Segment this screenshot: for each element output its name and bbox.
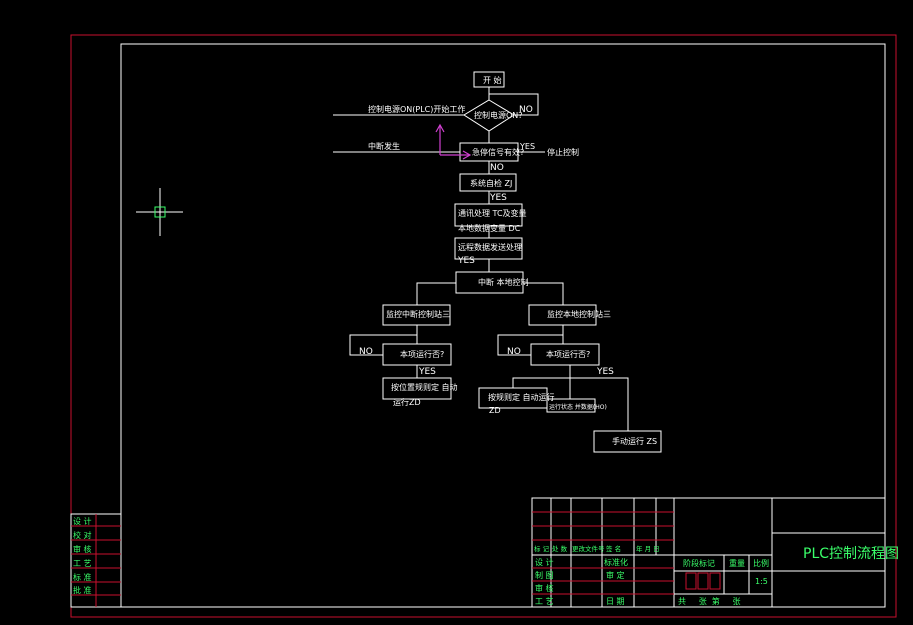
right-running-label: 本项运行否?: [546, 349, 590, 359]
left-running-label: 本项运行否?: [400, 349, 444, 359]
ucs-marker: [435, 123, 472, 160]
self-check-box[interactable]: [459, 173, 517, 192]
weight-label: 重量: [729, 558, 745, 568]
yes-left-label: YES: [418, 367, 436, 377]
inner-frame: [120, 43, 886, 608]
outer-border: [70, 34, 897, 618]
tb-cell: 制 图: [535, 570, 554, 580]
yes-label: YES: [457, 256, 475, 266]
header-cell: 签 名: [606, 544, 621, 553]
tb-cell: 审 定: [606, 570, 625, 580]
left-table-cell: 审 核: [73, 544, 92, 554]
tb-cell: 设 计: [535, 557, 554, 567]
scale-value: 1:5: [755, 577, 768, 586]
yes-label: YES: [489, 193, 507, 203]
sheets-label: 共 张 第 张: [678, 596, 741, 606]
yes-right-label: YES: [596, 367, 614, 377]
scale-label: 比例: [753, 558, 769, 568]
right-action-label: 按规则定 自动运行: [488, 392, 555, 402]
self-check-label: 系统自检 ZJ: [470, 178, 512, 188]
right-action-label-2: 运行状态 并数据(HO): [549, 403, 607, 411]
decision-label: 控制电源ON?: [474, 110, 523, 120]
drawing-title: PLC控制流程图: [803, 546, 899, 562]
yes-stop-label: YES: [519, 142, 535, 151]
right-action-box-2[interactable]: [546, 398, 596, 413]
no-label: NO: [490, 163, 504, 173]
left-action-box[interactable]: [382, 377, 452, 400]
right-action-box[interactable]: [478, 387, 548, 409]
left-branch-label: 监控中断控制站三: [386, 309, 450, 319]
tb-cell: 工 艺: [535, 597, 554, 606]
stage-label: 阶段标记: [683, 558, 715, 568]
start-label: 开 始: [483, 75, 502, 85]
left-table-cell: 批 准: [73, 585, 92, 595]
left-signature-table: 设 计 校 对 审 核 工 艺 标 准 批 准: [70, 513, 122, 608]
input-label-2: 中断发生: [368, 141, 400, 151]
right-action-zd: ZD: [489, 406, 501, 415]
header-cell: 年 月 日: [636, 544, 660, 553]
stop-check-label: 急停信号有效?: [472, 147, 524, 157]
left-table-cell: 工 艺: [73, 559, 92, 568]
input-label-1: 控制电源ON(PLC)开始工作: [368, 104, 465, 114]
left-table-cell: 校 对: [73, 530, 92, 540]
left-action-label-2: 运行ZD: [393, 397, 421, 407]
left-action-label: 按位置规则定 自动: [391, 382, 458, 392]
no-left-label: NO: [359, 347, 373, 357]
left-table-cell: 标 准: [73, 572, 92, 582]
manual-box[interactable]: [593, 430, 662, 453]
no-label: NO: [519, 105, 533, 115]
tb-cell: 标准化: [604, 557, 628, 567]
right-branch-label: 监控本地控制站三: [547, 309, 611, 319]
left-table-cell: 设 计: [73, 516, 92, 526]
branch-label: 中断 本地控制: [478, 277, 529, 287]
remote-label: 远程数据发送处理: [458, 242, 522, 252]
tb-cell: 审 核: [535, 583, 554, 593]
comm-label: 通讯处理 TC及变量: [458, 208, 527, 218]
tb-cell: 日 期: [606, 597, 625, 606]
manual-label: 手动运行 ZS: [612, 436, 657, 446]
flowchart: 开 始 控制电源ON? NO 控制电源ON(PLC)开始工作 急停信号有效? 中…: [333, 71, 662, 453]
header-cell: 处 数: [552, 544, 568, 553]
crosshair-cursor: [136, 188, 183, 236]
stop-output-label: 停止控制: [547, 147, 579, 157]
header-cell: 更改文件号: [572, 544, 605, 553]
header-cell: 标 记: [534, 544, 550, 553]
title-block: 标 记 处 数 更改文件号 签 名 年 月 日 设 计 标准化 制 图 审 定 …: [531, 497, 899, 608]
no-right-label: NO: [507, 347, 521, 357]
